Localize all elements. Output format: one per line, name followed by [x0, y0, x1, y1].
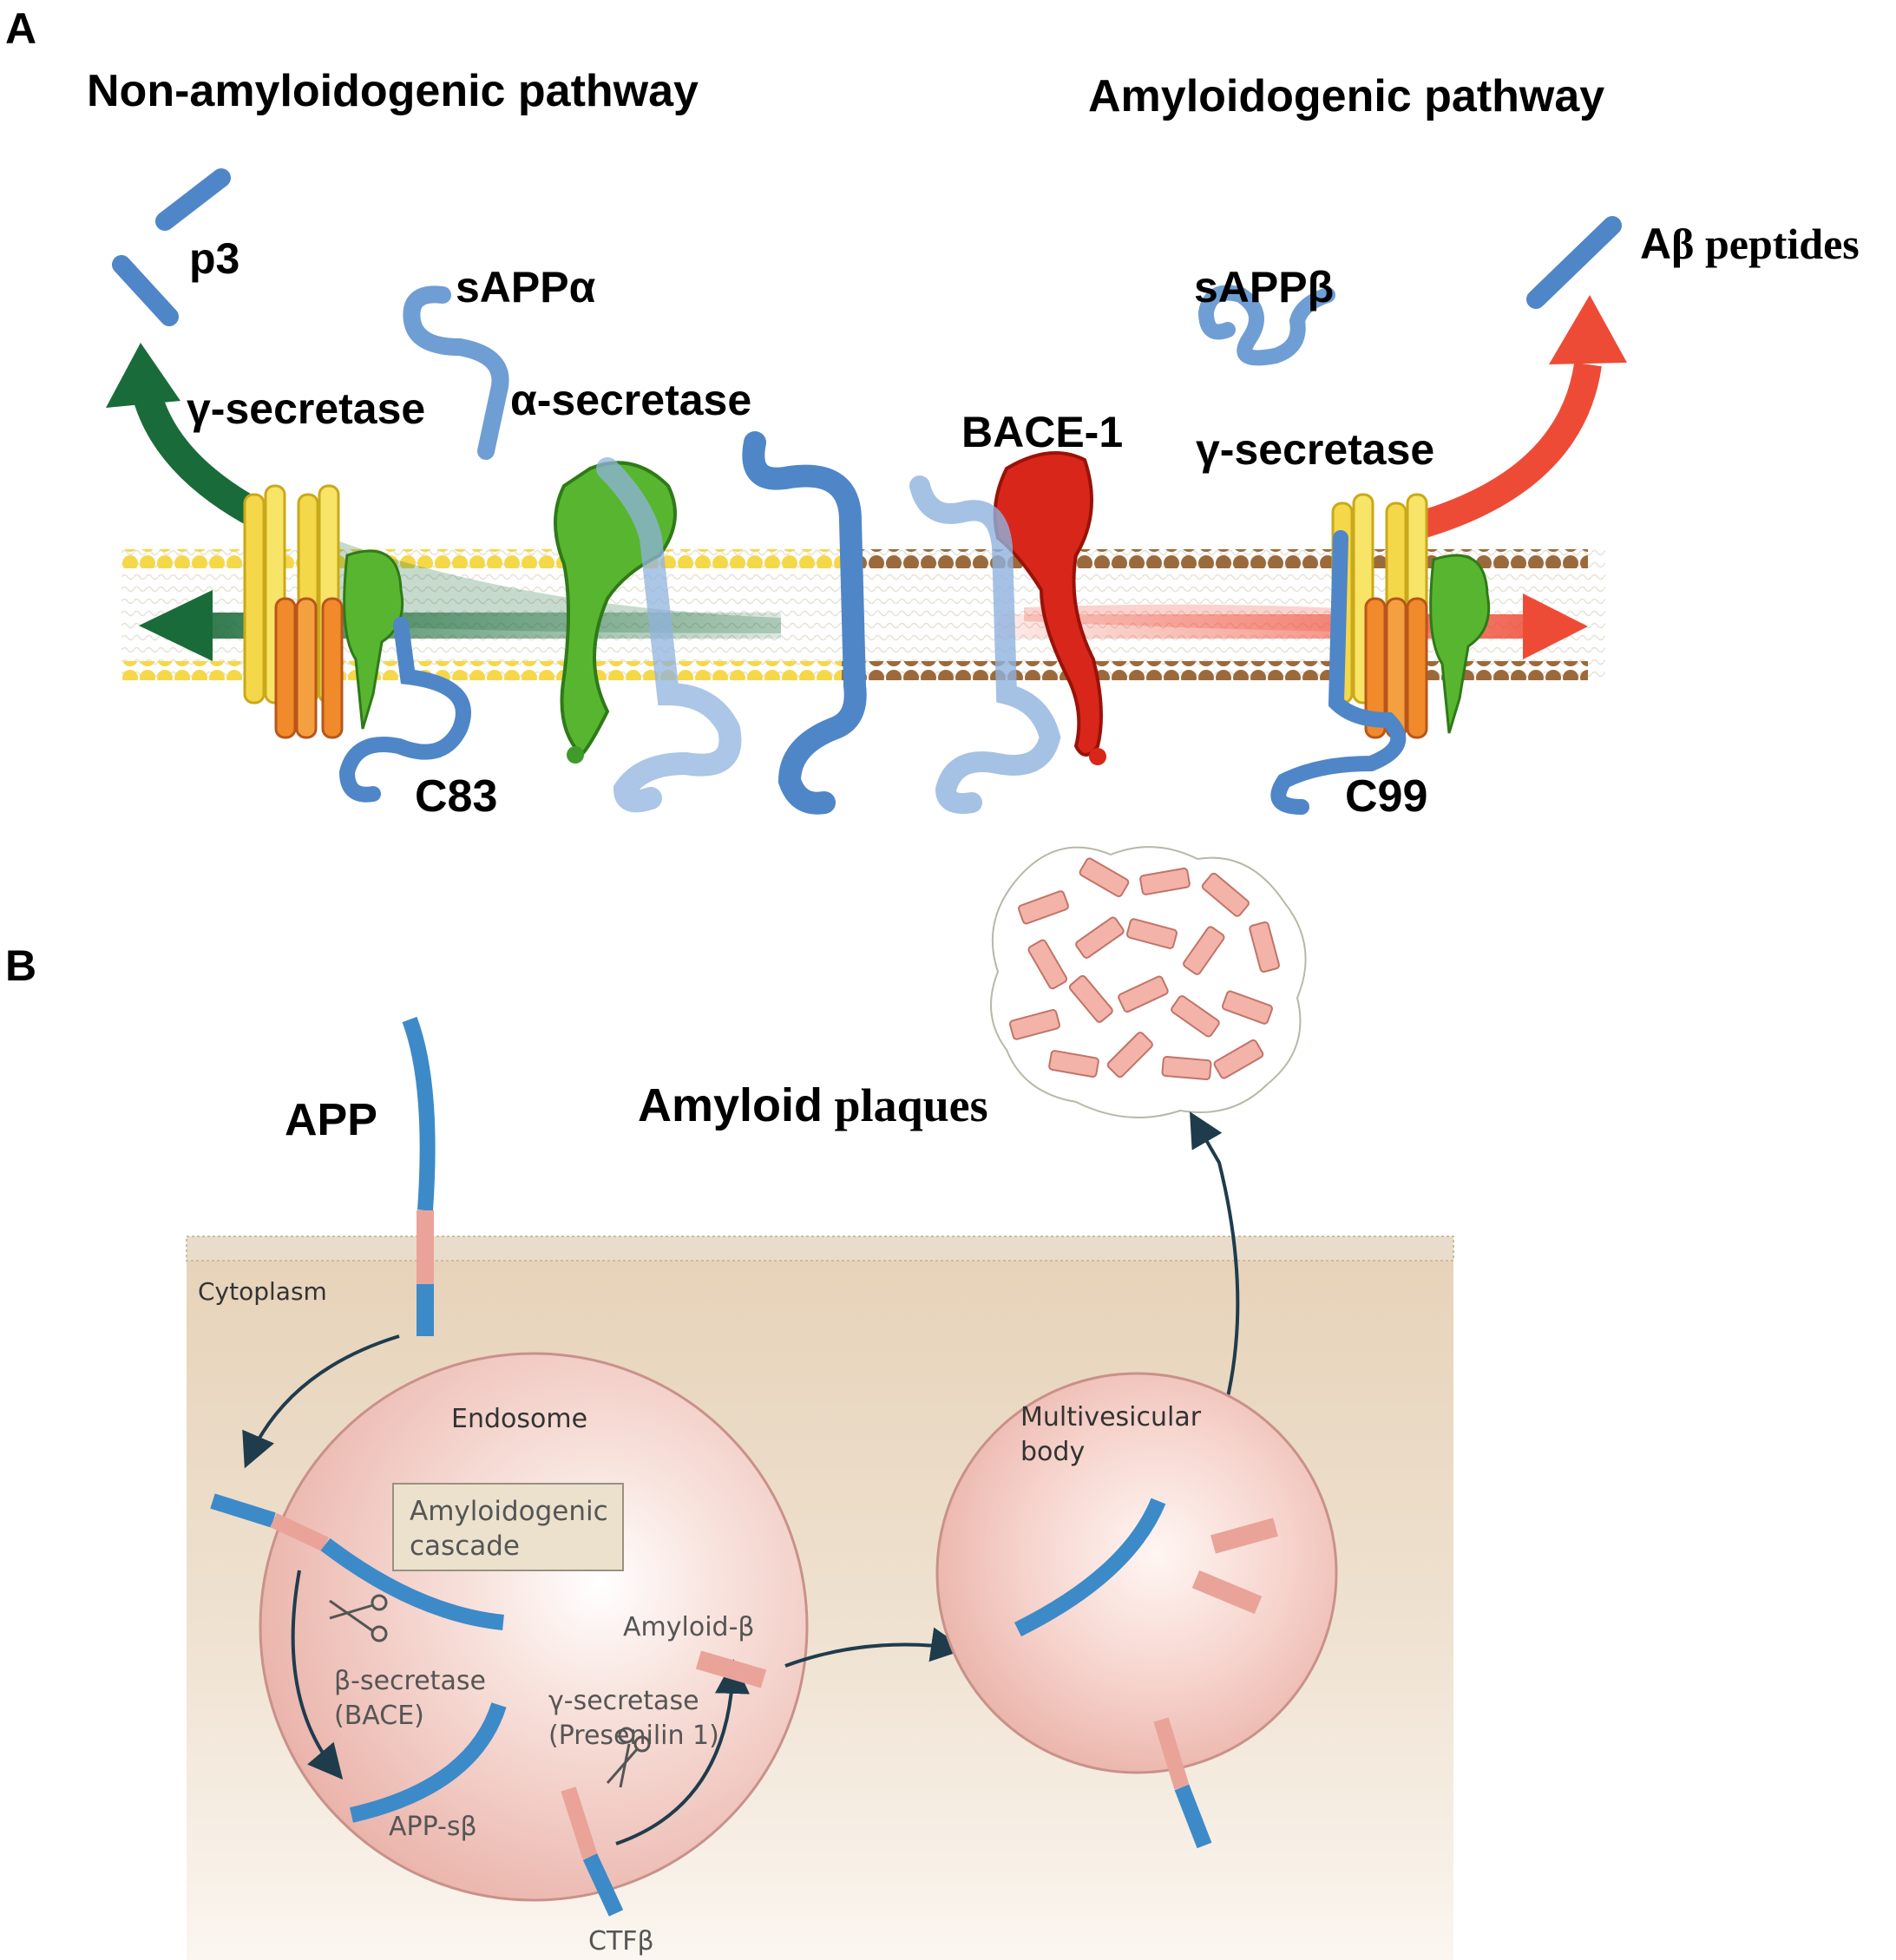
app-cleaved-alpha: [596, 457, 742, 813]
endosome-to-mvb-arrow: [784, 1627, 966, 1668]
sappb-fragment: [1197, 285, 1335, 366]
cascade-line2: cascade: [410, 1531, 520, 1562]
mvb-amyloid-fragment-2: [1191, 1570, 1263, 1615]
plaque-fibrils: [1008, 857, 1280, 1081]
mvb-exiting-pink: [1153, 1717, 1190, 1790]
amyloidogenic-membrane-arrowhead: [1523, 593, 1588, 659]
non-amyloidogenic-title: Non-amyloidogenic pathway: [87, 66, 699, 116]
ctfb-blue: [582, 1853, 624, 1917]
abeta-release-arrow: [1401, 362, 1602, 543]
app-label: APP: [285, 1095, 377, 1145]
gamma-secretase-right-label: γ-secretase: [1196, 425, 1434, 474]
multivesicular-body: [935, 1372, 1338, 1774]
mvb-app-strand: [1014, 1498, 1166, 1637]
amyloid-beta-label: Amyloid-β: [623, 1612, 755, 1642]
amyloid-plaques-suffix: plaques: [823, 1079, 988, 1131]
non-amyloidogenic-fade-wedge: [330, 538, 781, 633]
app-transmembrane-segment: [417, 1210, 434, 1284]
endosome-app-blue-left: [210, 1493, 276, 1528]
mvb-label-line1: Multivesicular: [1020, 1402, 1202, 1432]
app-full-length: [742, 431, 867, 815]
lower-leaflet-yellow: [121, 661, 842, 680]
ctfb-pink: [561, 1786, 598, 1859]
amyloidogenic-cascade-box: [392, 1483, 624, 1571]
bace1-enzyme: [993, 451, 1106, 765]
sappb-label: sAPPβ: [1194, 263, 1334, 311]
panel-b-letter: B: [5, 941, 36, 990]
panel-a: A Non-amyloidogenic pathway Amyloidogeni…: [5, 4, 1860, 822]
abeta-fragment: [1526, 216, 1622, 309]
gamma-cleavage-arrow: [615, 1659, 750, 1845]
abeta-peptides-label: Aβ peptides: [1640, 220, 1860, 268]
cascade-line1: Amyloidogenic: [410, 1496, 608, 1527]
endosome-amyloid-beta-fragment: [695, 1650, 767, 1688]
abeta-label-suffix: β peptides: [1671, 220, 1860, 268]
endosome-cleavage-arrow: [291, 1570, 344, 1780]
p3-label: p3: [189, 234, 239, 283]
ctfb-label: CTFβ: [588, 1926, 654, 1957]
upper-leaflet-yellow: [121, 549, 842, 568]
app-cleaved-bace: [909, 475, 1061, 814]
app-sb-label: APP-sβ: [389, 1812, 477, 1842]
c99-label: C99: [1345, 771, 1427, 822]
gamma-secretase-complex-right: [1331, 493, 1491, 739]
mvb-to-plaque-arrow: [1190, 1111, 1240, 1415]
alpha-secretase-label: α-secretase: [510, 376, 751, 424]
cytoplasm-label: Cytoplasm: [198, 1277, 327, 1306]
sappa-fragment: [403, 285, 509, 460]
mvb-label-line2: body: [1020, 1437, 1085, 1467]
endosome-app-pink: [270, 1512, 329, 1552]
beta-secretase-line2: (BACE): [334, 1701, 424, 1731]
c83-label: C83: [415, 771, 497, 822]
mvb-amyloid-fragment-1: [1210, 1518, 1278, 1554]
beta-secretase-scissors-icon: [329, 1594, 388, 1642]
non-amyloidogenic-membrane-arrowhead: [139, 590, 213, 661]
gamma-secretase-left-label: γ-secretase: [187, 384, 425, 433]
p3-fragment-top: [155, 168, 231, 231]
plasma-membrane: [186, 1236, 1454, 1262]
endosome-app-blue-right: [320, 1537, 504, 1630]
sappa-label: sAPPα: [456, 263, 596, 311]
p3-fragment-bottom: [112, 255, 179, 326]
gamma-secretase-line1: γ-secretase: [548, 1686, 699, 1716]
amyloid-plaques-label: Amyloid plaques: [638, 1079, 988, 1131]
p3-release-arrowhead: [106, 343, 180, 408]
gamma-secretase-scissors-icon: [606, 1727, 651, 1788]
c83-fragment: [338, 617, 471, 803]
amyloid-plaques-prefix: Amyloid: [638, 1079, 823, 1131]
app-extracellular-segment: [402, 1016, 436, 1211]
c99-fragment: [1270, 530, 1407, 815]
panel-b: B Cytoplasm APP: [5, 846, 1454, 1960]
lower-leaflet-brown: [842, 661, 1588, 680]
gamma-secretase-complex-left: [243, 484, 404, 739]
abeta-label-prefix: A: [1640, 220, 1671, 268]
app-intracellular-segment: [417, 1284, 434, 1336]
endosome-label: Endosome: [451, 1404, 587, 1434]
app-sb-strand: [349, 1702, 507, 1823]
bace1-label: BACE-1: [961, 408, 1123, 456]
beta-secretase-line1: β-secretase: [334, 1666, 486, 1696]
gamma-secretase-line2: (Presenilin 1): [548, 1721, 719, 1751]
app-to-endosome-arrow: [242, 1334, 400, 1469]
panel-a-letter: A: [5, 4, 36, 53]
amyloidogenic-title: Amyloidogenic pathway: [1088, 71, 1604, 121]
abeta-release-arrowhead: [1549, 295, 1627, 364]
mvb-exiting-blue: [1174, 1784, 1212, 1849]
